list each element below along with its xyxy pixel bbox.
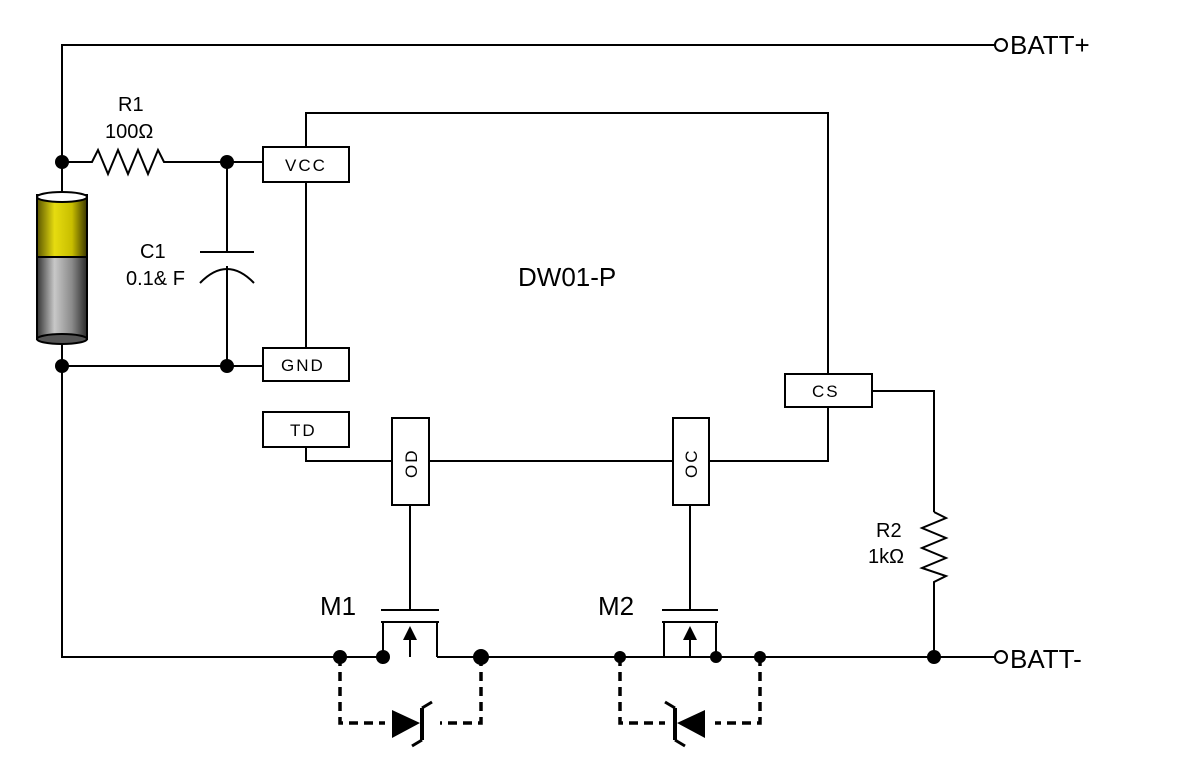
batt-minus-left-wire [61, 366, 383, 658]
junction-dot [220, 155, 234, 169]
battery-icon [36, 191, 88, 345]
m1-body-diode [338, 657, 483, 748]
batt-minus-terminal[interactable] [994, 650, 1008, 664]
r2-ref-label: R2 [876, 520, 902, 542]
junction-dot [710, 651, 722, 663]
pin-gnd [262, 347, 350, 382]
pin-od-label: OD [402, 449, 421, 479]
m1-ref-label: M1 [320, 591, 356, 621]
batt-plus-rail [61, 44, 995, 160]
batt-plus-label: BATT+ [1010, 30, 1090, 60]
batt-plus-terminal[interactable] [994, 38, 1008, 52]
ic-name-label: DW01-P [518, 262, 616, 292]
m2-mosfet [662, 505, 760, 658]
pin-cs-label: CS [812, 382, 840, 401]
junction-dot [927, 650, 941, 664]
junction-dot [376, 650, 390, 664]
pin-vcc-label: VCC [285, 156, 327, 175]
pin-cs [784, 373, 873, 408]
pin-gnd-label: GND [281, 356, 325, 375]
pin-vcc [262, 146, 350, 183]
m2-body-diode [618, 657, 762, 748]
pin-td-label: TD [290, 421, 317, 440]
ic-bottom-left [305, 447, 392, 462]
m1-mosfet [381, 505, 481, 658]
c1-ref-label: C1 [140, 241, 166, 263]
m2-ref-label: M2 [598, 591, 634, 621]
batt-minus-label: BATT- [1010, 644, 1082, 674]
r2-value-label: 1kΩ [868, 546, 904, 568]
c1-value-label: 0.1& F [126, 268, 185, 290]
r2-resistor [919, 511, 949, 657]
ic-bottom-right [709, 407, 829, 462]
r1-value-label: 100Ω [105, 121, 153, 143]
ic-body [305, 112, 829, 374]
pin-td [262, 411, 350, 448]
r1-ref-label: R1 [118, 94, 144, 116]
r1-resistor [62, 147, 263, 177]
cs-wire [872, 390, 935, 512]
pin-oc-label: OC [682, 449, 701, 479]
